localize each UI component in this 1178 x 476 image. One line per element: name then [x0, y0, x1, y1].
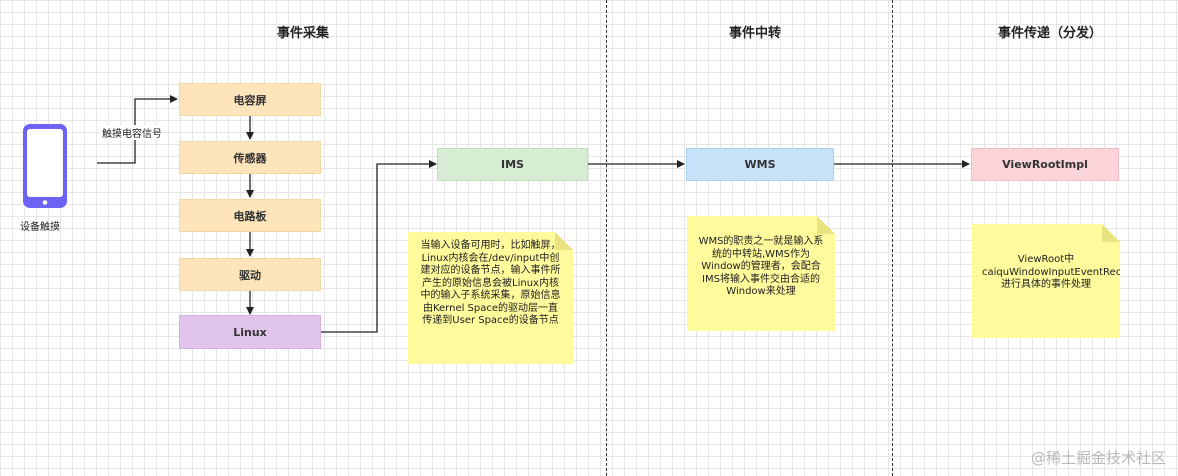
heading-event-dispatch: 事件传递（分发） — [998, 26, 1103, 41]
note-wms-role: WMS的职责之一就是输入系统的中转站,WMS作为Window的管理者，会配合IM… — [687, 216, 835, 331]
box-circuit-board: 电路板 — [179, 199, 321, 232]
column-divider-1 — [606, 0, 607, 476]
watermark-text: @稀土掘金技术社区 — [1030, 449, 1166, 467]
box-wms: WMS — [686, 148, 834, 181]
note-linux-input: 当输入设备可用时，比如触屏，Linux内核会在/dev/input中创建对应的设… — [408, 232, 573, 364]
phone-icon — [23, 124, 67, 208]
box-sensor: 传感器 — [179, 141, 321, 174]
note-viewroot: ViewRoot中caiquWindowInputEventReceiver进行… — [972, 224, 1120, 338]
box-driver: 驱动 — [179, 258, 321, 291]
box-linux: Linux — [179, 315, 321, 349]
arrow-linux-to-ims — [320, 160, 437, 333]
heading-event-relay: 事件中转 — [729, 26, 782, 41]
device-touch-label: 设备触摸 — [20, 222, 60, 233]
box-viewrootimpl: ViewRootImpl — [971, 148, 1119, 181]
box-touchscreen: 电容屏 — [179, 83, 321, 116]
heading-event-collection: 事件采集 — [277, 26, 330, 41]
watermark: @稀土掘金技术社区 — [1031, 447, 1166, 468]
box-ims: IMS — [437, 148, 588, 181]
touch-signal-label: 触摸电容信号 — [101, 125, 163, 140]
column-divider-2 — [892, 0, 893, 476]
